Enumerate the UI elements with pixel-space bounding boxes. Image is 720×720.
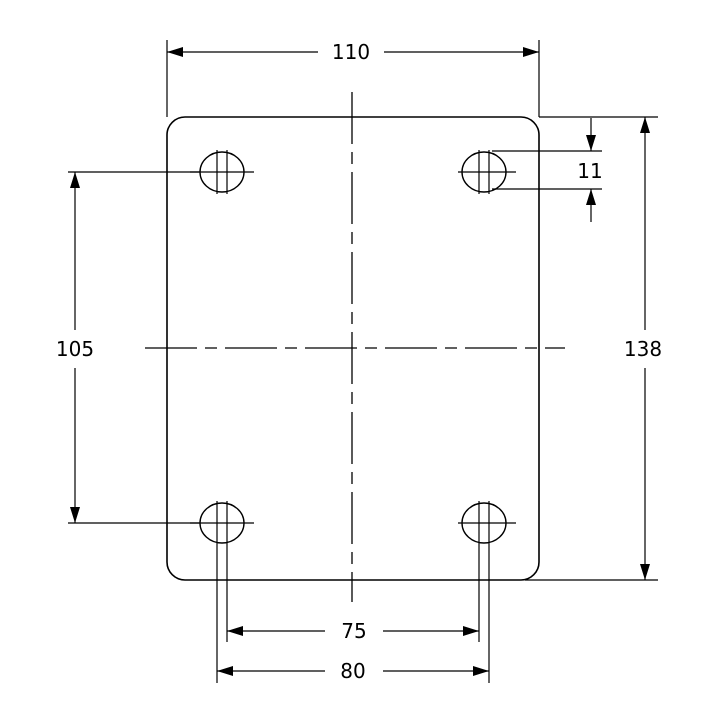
label-plate-width: 110	[332, 40, 370, 64]
dimension-plate-width: 110	[166, 40, 540, 117]
dimension-hole-slot-width: 11	[492, 118, 603, 222]
label-hole-spacing-inner: 75	[341, 619, 366, 643]
hole-top-right	[458, 150, 516, 194]
label-hole-spacing-vertical: 105	[56, 337, 94, 361]
hole-bottom-right	[458, 501, 516, 545]
extension-lines-bottom	[216, 545, 490, 683]
label-plate-height: 138	[624, 337, 662, 361]
label-hole-slot-width: 11	[577, 159, 602, 183]
dimension-hole-spacing-vertical: 105	[56, 171, 200, 524]
label-hole-spacing-outer: 80	[340, 659, 365, 683]
dimension-hole-spacing-outer: 80	[217, 659, 489, 683]
dimension-plate-height: 138	[525, 116, 662, 581]
dimension-hole-spacing-inner: 75	[227, 619, 479, 643]
